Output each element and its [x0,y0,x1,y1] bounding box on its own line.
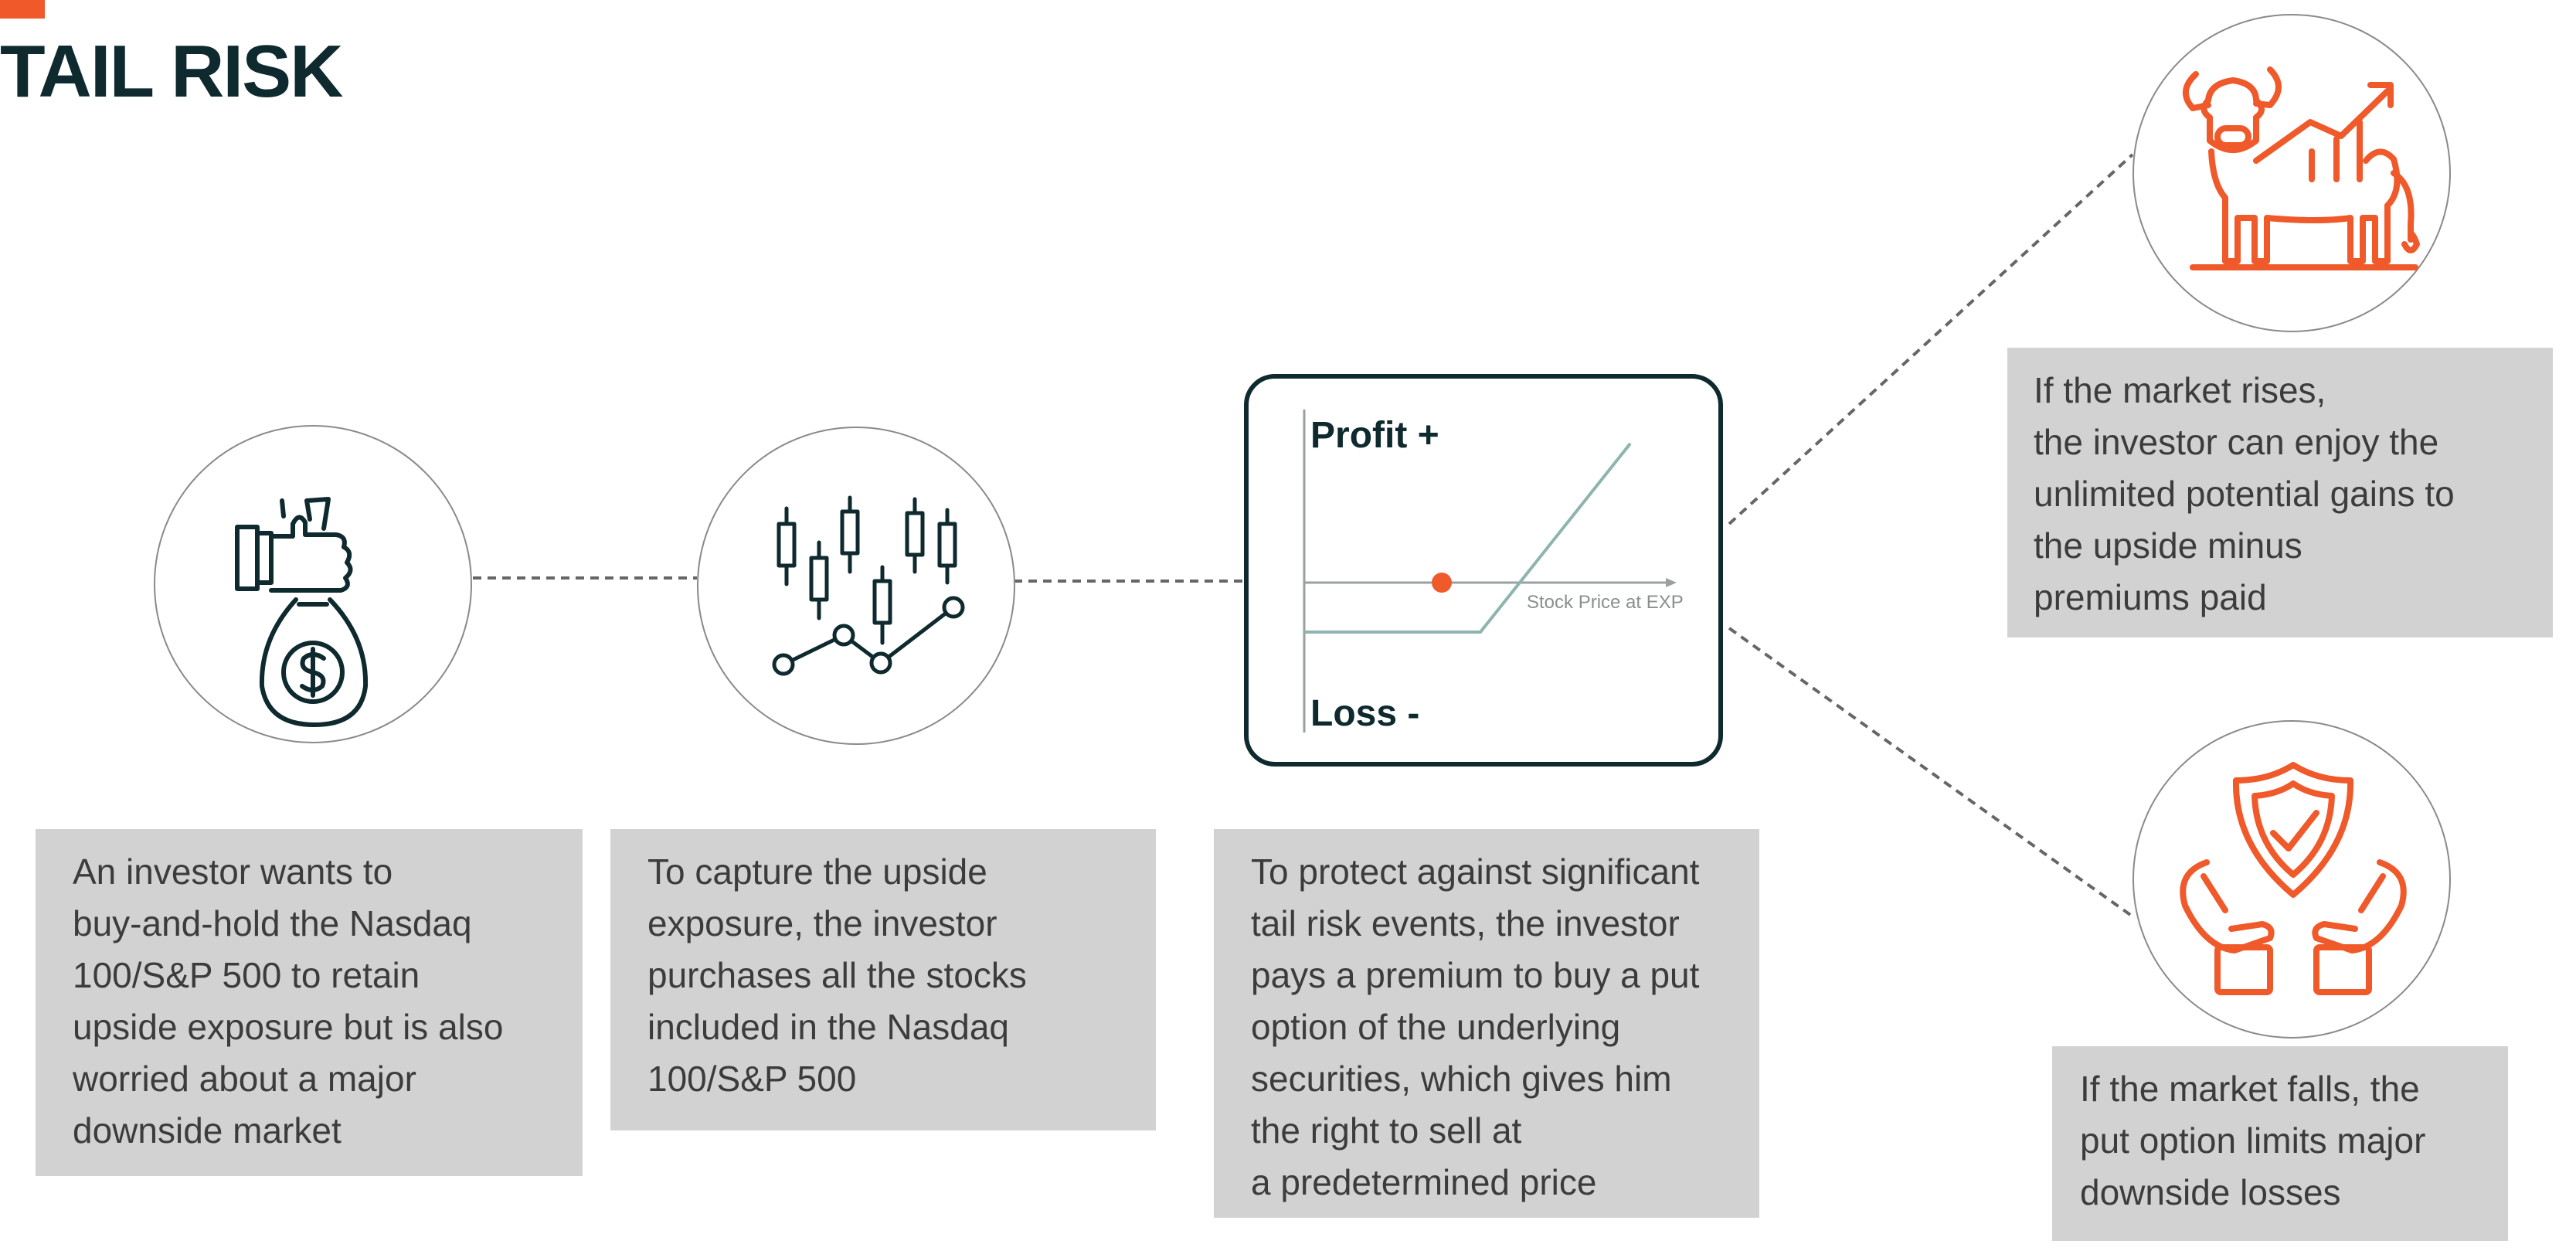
connector-chart-fall [1728,627,2134,918]
step3-line: securities, which gives him [1251,1059,1672,1099]
money-bag-hand-icon [235,497,369,727]
step2-line: exposure, the investor [647,903,997,943]
step1-line: upside exposure but is also [73,1007,504,1047]
rise-line: If the market rises, [2034,370,2326,410]
step3-line: pays a premium to buy a put [1251,955,1700,995]
step2-line: 100/S&P 500 [647,1059,857,1099]
fall-icon-circle [2133,720,2451,1039]
bull-market-icon [2183,66,2420,270]
step3-description-box: To protect against significant tail risk… [1214,829,1759,1218]
step3-line: option of the underlying [1251,1007,1621,1047]
rise-line: premiums paid [2034,577,2267,617]
strike-price-dot [1432,573,1452,593]
fall-line: downside losses [2080,1172,2341,1212]
market-fall-description-box: If the market falls, the put option limi… [2052,1046,2508,1241]
step2-icon-circle [697,427,1015,745]
x-axis-label: Stock Price at EXP [1527,592,1684,613]
step1-line: An investor wants to [73,852,393,892]
fall-line: If the market falls, the [2080,1069,2420,1109]
step1-description-box: An investor wants to buy-and-hold the Na… [36,829,583,1176]
rise-line: unlimited potential gains to [2034,474,2455,514]
rise-line: the upside minus [2034,525,2302,566]
payoff-diagram [1303,410,1677,733]
step3-line: tail risk events, the investor [1251,903,1680,943]
x-axis-arrowhead [1666,578,1677,587]
step1-line: buy-and-hold the Nasdaq [73,903,472,943]
step1-line: downside market [73,1110,342,1151]
payoff-line [1304,442,1632,634]
step3-line: the right to sell at [1251,1110,1522,1151]
title-accent-bar [0,0,45,19]
step2-line: included in the Nasdaq [647,1007,1009,1047]
step2-description-box: To capture the upside exposure, the inve… [610,829,1156,1130]
connector-chart-rise [1728,153,2134,525]
market-rise-description-box: If the market rises, the investor can en… [2007,348,2553,637]
rise-line: the investor can enjoy the [2034,422,2439,462]
shield-hands-icon [2180,762,2407,995]
put-option-payoff-chart: Profit + Loss - Stock Price at EXP [1244,374,1723,767]
profit-label: Profit + [1310,415,1439,456]
step2-line: To capture the upside [647,852,987,892]
step1-line: worried about a major [73,1059,416,1099]
fall-line: put option limits major [2080,1120,2426,1161]
step3-line: To protect against significant [1251,852,1700,892]
step1-icon-circle [154,425,472,743]
step2-line: purchases all the stocks [647,955,1027,995]
step3-line: a predetermined price [1251,1162,1597,1202]
step1-line: 100/S&P 500 to retain [73,955,420,995]
page-title: TAIL RISK [0,30,343,113]
candlestick-chart-icon [772,495,965,676]
loss-label: Loss - [1310,693,1420,734]
rise-icon-circle [2133,14,2451,332]
